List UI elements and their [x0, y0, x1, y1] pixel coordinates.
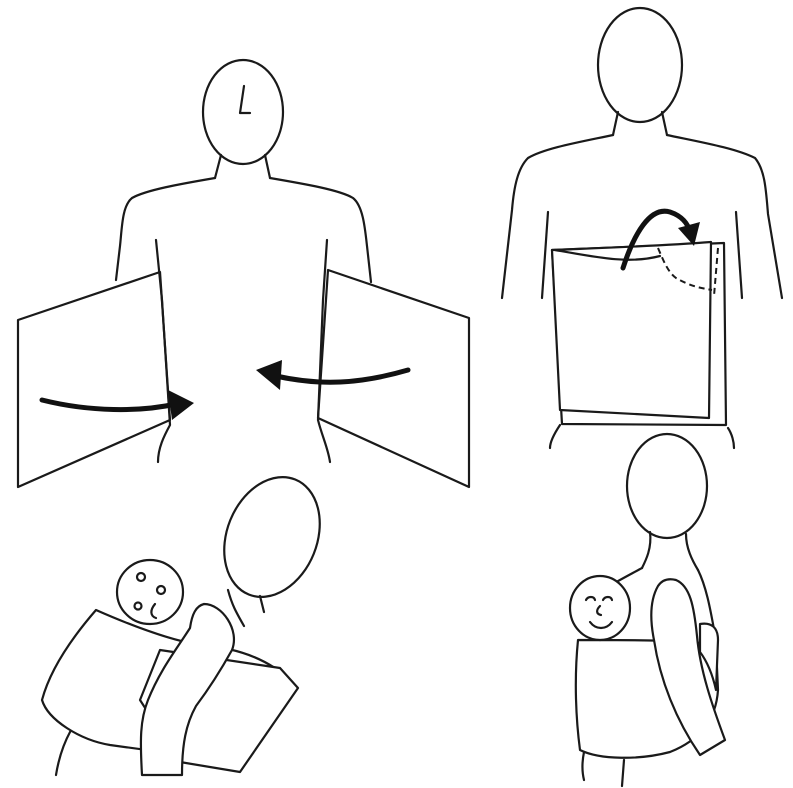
face-nose-1 [240, 86, 250, 113]
person-figure-1 [116, 60, 371, 282]
shoulders-right-1 [270, 178, 371, 282]
wrap-right-flap [318, 270, 469, 487]
adult-head-3 [207, 463, 337, 612]
arm-inner-right-2 [736, 212, 742, 298]
head-2 [598, 8, 682, 122]
panel-step-2 [502, 8, 782, 448]
wrap-left-flap [18, 272, 170, 487]
panel-step-1 [18, 60, 469, 487]
adult-head-4 [627, 434, 707, 538]
shoulders-left-1 [116, 178, 215, 280]
baby-head-4 [570, 576, 630, 640]
panel-step-3 [42, 463, 337, 775]
baby-head-3 [117, 560, 183, 624]
panel-step-4 [570, 434, 725, 786]
arm-inner-left-2 [542, 212, 548, 298]
wrap-front-layer [552, 242, 711, 418]
